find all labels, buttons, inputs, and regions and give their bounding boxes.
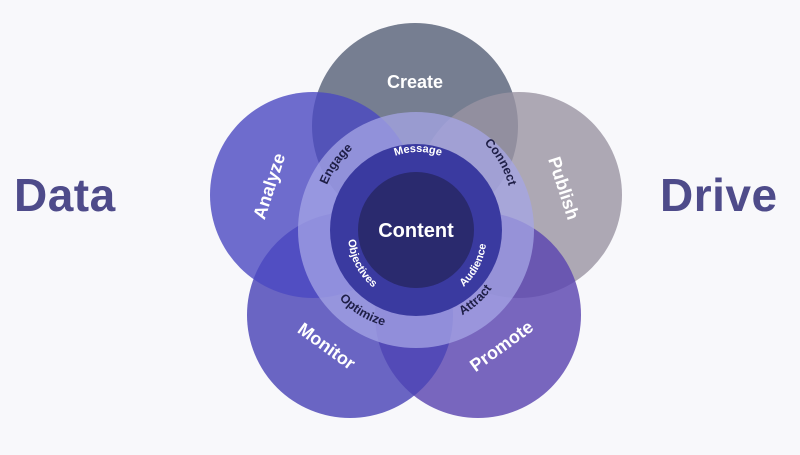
right-word: Drive <box>660 169 778 221</box>
inner-label-message: Message <box>393 143 444 159</box>
petal-create-label: Create <box>387 72 443 92</box>
left-word: Data <box>14 169 116 221</box>
center-label: Content <box>378 220 454 242</box>
center-core <box>358 172 474 288</box>
